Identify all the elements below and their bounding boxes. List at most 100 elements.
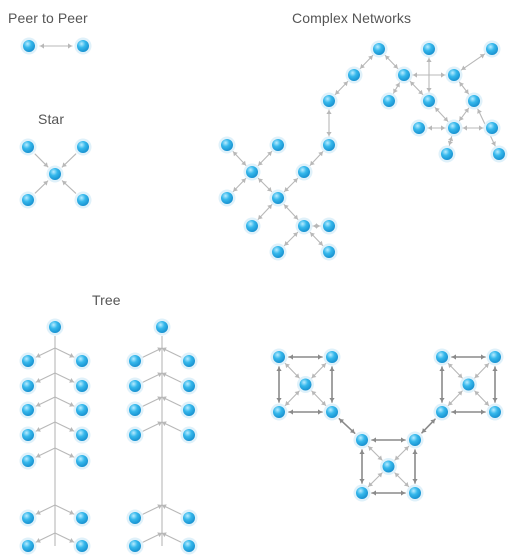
- network-node-icon: [486, 348, 504, 366]
- mesh-link-arrow: [451, 409, 486, 415]
- mesh-link-arrow: [412, 449, 418, 484]
- mesh-link-arrow: [311, 390, 327, 407]
- network-node-icon: [320, 243, 338, 261]
- star-link-arrow: [61, 153, 77, 168]
- tree-branch-arrow: [35, 421, 56, 432]
- tree-branch-arrow: [161, 372, 182, 383]
- tree-branch-arrow: [35, 447, 56, 458]
- tree-branch-arrow: [142, 504, 163, 515]
- network-node-icon: [445, 119, 463, 137]
- network-link-arrow: [392, 82, 401, 94]
- double-arrow-icon: [39, 43, 73, 49]
- network-node-icon: [73, 401, 91, 419]
- mesh-link-arrow: [447, 390, 463, 407]
- mesh-link-arrow: [288, 354, 323, 360]
- network-link-arrow: [460, 53, 486, 71]
- tree-branch-arrow: [35, 347, 56, 358]
- network-node-icon: [420, 40, 438, 58]
- tree-branch-arrow: [54, 347, 75, 358]
- mesh-link-arrow: [451, 354, 486, 360]
- network-node-icon: [270, 348, 288, 366]
- network-node-icon: [406, 431, 424, 449]
- network-link-arrow: [447, 136, 454, 146]
- mesh-link-arrow: [359, 449, 365, 484]
- mesh-link-arrow: [474, 390, 490, 407]
- mesh-link-arrow: [367, 445, 383, 461]
- tree-branch-arrow: [142, 532, 163, 543]
- mesh-link-arrow: [288, 409, 323, 415]
- network-link-arrow: [426, 57, 432, 93]
- network-link-arrow: [434, 107, 449, 122]
- network-node-icon: [126, 352, 144, 370]
- network-node-icon: [74, 191, 92, 209]
- network-node-icon: [486, 403, 504, 421]
- network-link-arrow: [257, 150, 273, 167]
- network-node-icon: [243, 163, 261, 181]
- network-node-icon: [320, 217, 338, 235]
- network-node-icon: [73, 509, 91, 527]
- tree-branch-arrow: [54, 421, 75, 432]
- network-node-icon: [153, 318, 171, 336]
- network-node-icon: [19, 426, 37, 444]
- network-link-arrow: [257, 177, 273, 193]
- network-node-icon: [19, 537, 37, 555]
- network-node-icon: [73, 352, 91, 370]
- network-link-arrow: [334, 80, 349, 96]
- tree-branch-arrow: [142, 372, 163, 383]
- network-node-icon: [323, 348, 341, 366]
- tree-branch-arrow: [161, 421, 182, 432]
- network-node-icon: [445, 66, 463, 84]
- mesh-link-arrow: [329, 366, 335, 403]
- mesh-link-arrow: [311, 362, 327, 379]
- network-node-icon: [73, 537, 91, 555]
- network-node-icon: [126, 401, 144, 419]
- network-link-arrow: [427, 125, 446, 131]
- tree-branch-arrow: [35, 504, 56, 515]
- mesh-link-arrow: [284, 390, 300, 407]
- network-node-icon: [180, 352, 198, 370]
- mesh-link-arrow: [492, 366, 498, 403]
- network-link-arrow: [257, 204, 273, 220]
- network-node-icon: [433, 403, 451, 421]
- network-node-icon: [19, 191, 37, 209]
- network-node-icon: [320, 92, 338, 110]
- network-link-arrow: [283, 177, 299, 193]
- tree-label: Tree: [92, 292, 121, 308]
- network-node-icon: [410, 119, 428, 137]
- tree-branch-arrow: [161, 532, 182, 543]
- network-node-icon: [297, 376, 314, 393]
- network-node-icon: [320, 136, 338, 154]
- network-node-icon: [353, 431, 371, 449]
- star-link-arrow: [34, 153, 49, 168]
- network-link-arrow: [359, 54, 374, 70]
- mesh-link-arrow: [474, 362, 490, 379]
- tree-branch-arrow: [54, 396, 75, 407]
- network-node-icon: [370, 40, 388, 58]
- tree-branch-arrow: [161, 347, 182, 358]
- network-node-icon: [180, 537, 198, 555]
- network-node-icon: [269, 189, 287, 207]
- network-node-icon: [465, 92, 483, 110]
- network-node-icon: [420, 92, 438, 110]
- tree-branch-arrow: [161, 396, 182, 407]
- network-node-icon: [395, 66, 413, 84]
- network-node-icon: [269, 243, 287, 261]
- network-node-icon: [74, 37, 92, 55]
- network-node-icon: [483, 40, 501, 58]
- network-node-icon: [20, 37, 38, 55]
- network-link-arrow: [309, 151, 324, 166]
- network-node-icon: [19, 138, 37, 156]
- network-node-icon: [19, 352, 37, 370]
- mesh-link-arrow: [394, 472, 410, 488]
- tree-branch-arrow: [142, 396, 163, 407]
- network-node-icon: [46, 318, 64, 336]
- tree-branch-arrow: [35, 396, 56, 407]
- mesh-link-arrow: [338, 418, 356, 434]
- tree-branch-arrow: [54, 504, 75, 515]
- network-node-icon: [19, 401, 37, 419]
- network-link-arrow: [458, 107, 470, 122]
- peer-to-peer-label: Peer to Peer: [8, 10, 88, 26]
- network-node-icon: [126, 426, 144, 444]
- network-node-icon: [180, 426, 198, 444]
- network-node-icon: [323, 403, 341, 421]
